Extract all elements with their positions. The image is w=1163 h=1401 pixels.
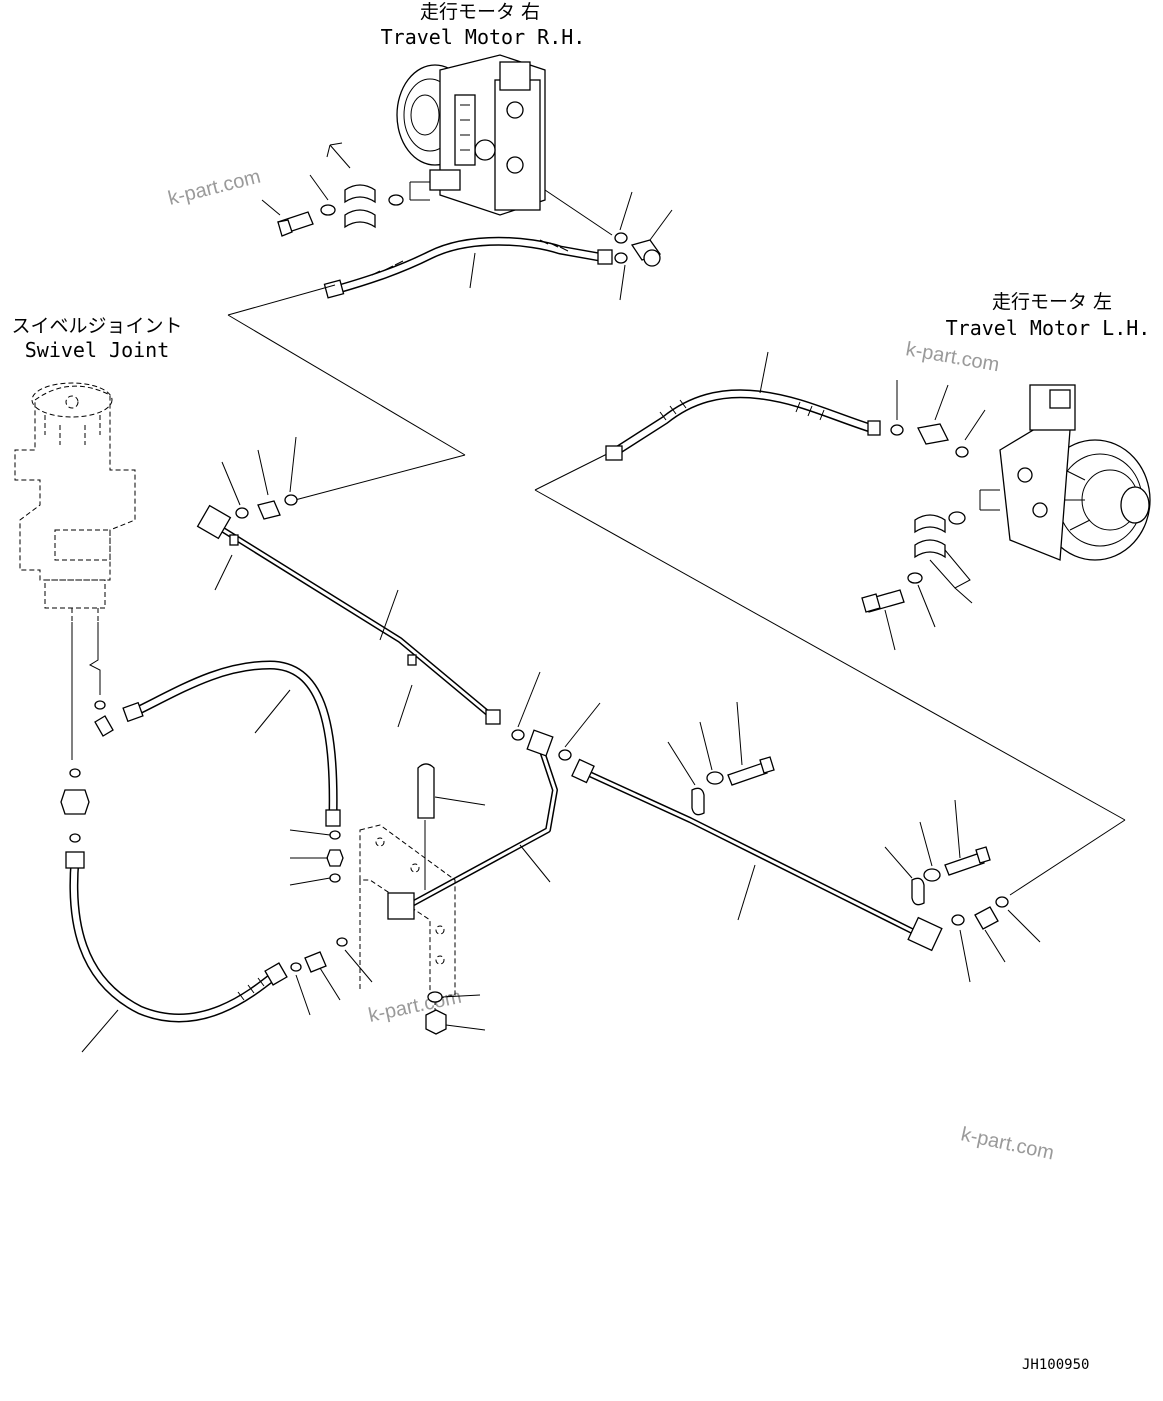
swivel-joint-label-en: Swivel Joint [25, 338, 170, 362]
motor-lh-label-en: Travel Motor L.H. [946, 316, 1151, 340]
motor-lh-label-jp: 走行モータ 左 [992, 291, 1112, 313]
fitting-set-lower-right [951, 896, 1041, 983]
tube-upper [196, 504, 501, 728]
watermark: k-part.com [166, 166, 263, 210]
travel-motor-lh [948, 384, 1151, 561]
clamp-set-lh [861, 514, 973, 651]
union-fitting [60, 789, 90, 815]
tube-bent [408, 729, 558, 908]
tube-lower [571, 758, 943, 952]
bracket-plate [359, 763, 486, 1035]
watermark: k-part.com [904, 338, 1001, 376]
fitting-set-upper [221, 436, 298, 520]
hose-swivel-upper [122, 660, 341, 827]
hose-motor-rh [323, 191, 673, 301]
clamp-set-tube-left [667, 701, 775, 816]
travel-motor-rh [388, 54, 613, 236]
fitting-set-middle [511, 671, 601, 761]
motor-rh-label-en: Travel Motor R.H. [381, 25, 586, 49]
hose-motor-lh [605, 351, 986, 461]
watermark: k-part.com [366, 986, 463, 1027]
o-ring [94, 700, 106, 710]
swivel-joint-label-jp: スイベルジョイント [11, 315, 182, 337]
clamp-set-rh [261, 142, 376, 237]
leader-line [227, 284, 336, 316]
clamp-set-tube-right [884, 799, 991, 906]
elbow-fitting [94, 715, 114, 737]
leader-line [88, 622, 101, 695]
leader-line [1009, 819, 1126, 896]
fitting-set-bracket [289, 829, 373, 1016]
leader-line [534, 449, 616, 491]
leader-line [534, 489, 1126, 821]
motor-rh-label-jp: 走行モータ 右 [420, 1, 540, 23]
watermark: k-part.com [959, 1123, 1056, 1164]
leader-line [227, 314, 466, 456]
swivel-joint [14, 382, 136, 622]
o-ring [69, 833, 81, 843]
hose-swivel-lower [65, 851, 288, 1053]
leader-line [294, 454, 466, 501]
drawing-code: JH100950 [1022, 1357, 1089, 1373]
o-ring [69, 768, 81, 778]
